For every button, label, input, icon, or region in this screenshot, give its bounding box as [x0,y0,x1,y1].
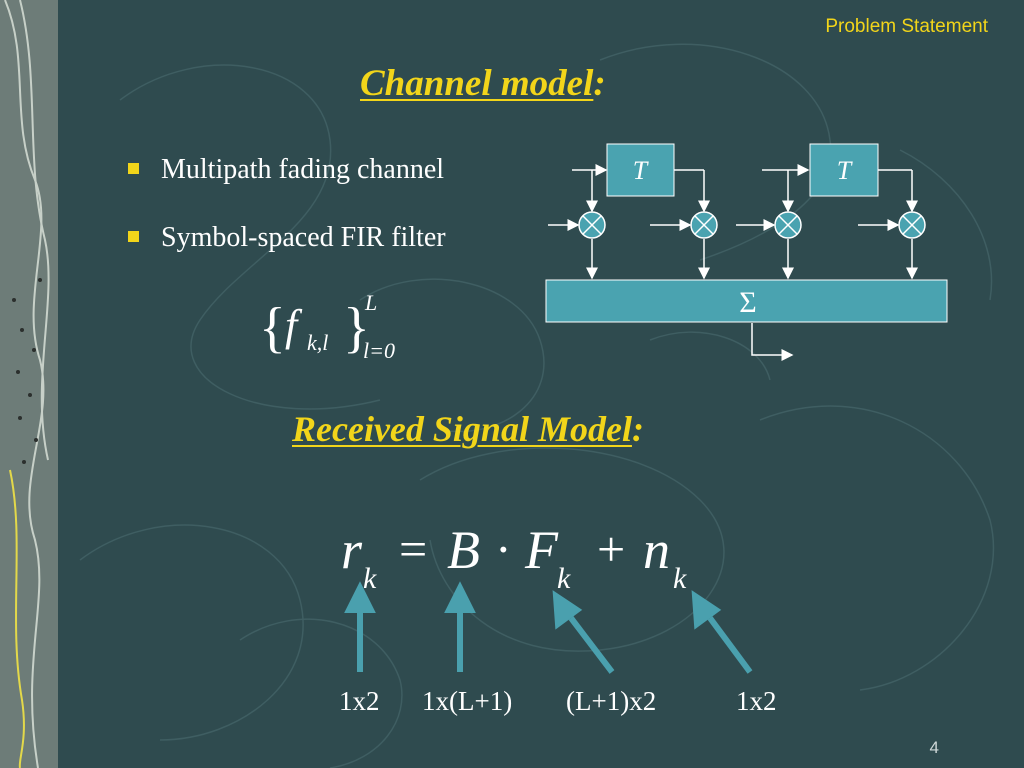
upper-limit: L [364,290,377,315]
bullet-square-icon [128,163,139,174]
received-signal-title: Received Signal Model [292,409,632,449]
eq-F: F [524,520,559,580]
arrowhead-B [444,581,476,613]
dimension-arrows [344,581,753,674]
eq-dot: · [495,521,512,577]
eq-n-subscript: k [673,562,687,595]
output-arrow [751,323,794,361]
eq-F-subscript: k [557,562,571,595]
eq-n: n [643,520,670,580]
arrowhead-r [344,581,376,613]
page-number: 4 [929,738,939,757]
eq-B: B [447,520,480,580]
section-title: Problem Statement [825,16,988,37]
bullet-square-icon [128,231,139,242]
delay-label-2: T [837,156,853,185]
received-signal-heading: Received Signal Model: [292,408,644,450]
coefficient-subscript: k,l [307,330,328,355]
delay-label-1: T [633,156,649,185]
eq-plus: + [597,521,625,577]
dimension-r: 1x2 [339,686,380,716]
arrow-F [568,616,615,674]
filter-coefficient-set: { f k,l } L l=0 [259,290,395,363]
open-brace: { [259,297,286,359]
left-decorative-strip [0,0,58,768]
close-brace: } [343,297,370,359]
eq-r-subscript: k [363,562,377,595]
received-signal-equation: r k B F k n k = · + [341,520,687,595]
channel-model-title: Channel model [360,63,594,104]
bullet-label: Multipath fading channel [161,154,445,185]
heading-colon: : [593,63,606,104]
dimension-n: 1x2 [736,686,777,716]
channel-model-heading: Channel model: [360,62,606,105]
lower-limit: l=0 [363,338,395,363]
bullet-label: Symbol-spaced FIR filter [161,222,446,253]
bullet-item-multipath: Multipath fading channel [128,154,444,186]
eq-r: r [341,520,363,580]
delay-box-2 [809,143,879,197]
coefficient-f: f [285,301,303,350]
fir-filter-diagram: T T Σ [545,143,948,361]
heading-colon: : [631,409,644,449]
summation-box [545,279,948,323]
dimension-F: (L+1)x2 [566,686,657,716]
arrowhead-F [552,590,583,630]
dimension-B: 1x(L+1) [422,686,513,716]
delay-box-1 [606,143,675,197]
arrow-n [707,616,753,674]
summation-symbol: Σ [739,286,756,319]
eq-equals: = [399,521,427,577]
arrowhead-n [691,590,722,630]
bullet-item-fir: Symbol-spaced FIR filter [128,222,446,254]
